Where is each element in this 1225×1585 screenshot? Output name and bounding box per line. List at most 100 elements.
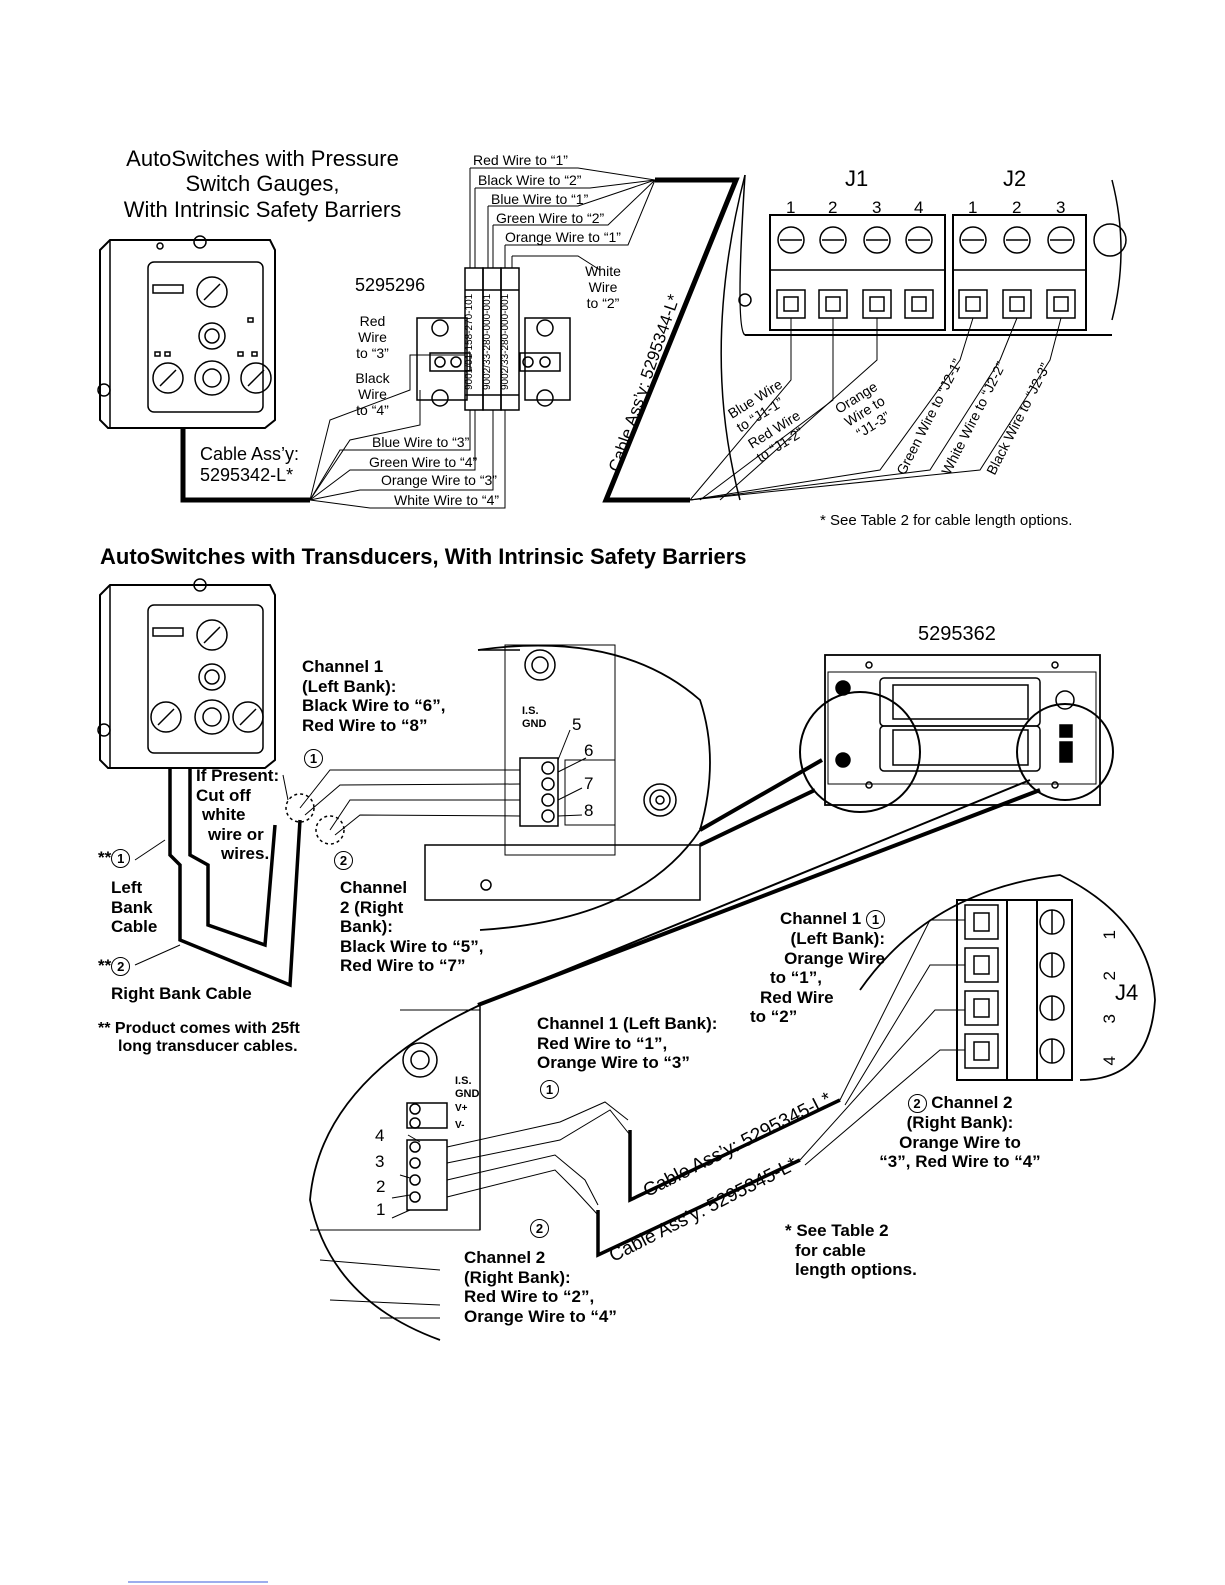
j4-ch1-line5: Red Wire — [760, 987, 834, 1007]
terminal-block-j1-j2 — [720, 174, 1127, 501]
is-gnd-lower-line2: GND — [455, 1087, 480, 1100]
j2-label: J2 — [1003, 166, 1027, 191]
product-note-line2: long transducer cables. — [118, 1038, 298, 1056]
if-present-note: If Present: Cut off white wire or wires. — [196, 766, 279, 864]
terminal-block-j4 — [859, 874, 1156, 1081]
wire-label-blue-3: Blue Wire to “3” — [372, 434, 470, 450]
ch1-lower-line1: Channel 1 (Left Bank): — [537, 1014, 718, 1033]
left-bank-label: Left Bank Cable — [111, 878, 157, 937]
lower-term-4: 4 — [375, 1126, 385, 1145]
lower-term-2: 2 — [376, 1177, 386, 1196]
barrier-label-1: 9001/01-158-270-101 — [464, 293, 475, 390]
wire-label-black-4: Black Wire to “4” — [350, 370, 395, 418]
left-bank-circle: 1 — [111, 849, 131, 868]
upper-term-7: 7 — [584, 774, 594, 793]
autoswitch-box-2 — [97, 578, 276, 769]
j2-pin-1: 1 — [968, 198, 978, 217]
section1-title-line3: With Intrinsic Safety Barriers — [123, 196, 402, 222]
if-present-line5: wires. — [221, 844, 270, 864]
channel1-upper-circle: 1 — [304, 749, 323, 768]
section2-note: * See Table 2 for cable length options. — [785, 1221, 917, 1280]
v-plus-label: V+ — [455, 1103, 468, 1114]
barrier-part-number: 5295296 — [355, 275, 426, 295]
j4-ch2-line4: “3”, Red Wire to “4” — [879, 1152, 1041, 1172]
channel2-lower-circle: 2 — [530, 1219, 549, 1238]
cable-assembly-5295342: Cable Ass’y: 5295342-L* — [200, 444, 299, 485]
channel2-upper-circle: 2 — [334, 851, 353, 870]
j4-channel1-text: Channel 1 1 (Left Bank): Orange Wire to … — [750, 909, 885, 1027]
j4-channel2-text: 2 Channel 2 (Right Bank): Orange Wire to… — [865, 1093, 1055, 1172]
white-wire-line3: to “2” — [586, 295, 620, 312]
cable-left-line2: 5295342-L* — [200, 464, 294, 485]
right-bank-marker: **2 — [98, 956, 131, 976]
lower-term-3: 3 — [375, 1152, 385, 1171]
section2-title: AutoSwitches with Transducers, With Intr… — [100, 544, 747, 569]
ch2-upper-line5: Red Wire to “7” — [340, 956, 466, 976]
is-gnd-upper-line2: GND — [522, 717, 547, 730]
ch1-lower-circle-marker: 1 — [540, 1080, 559, 1099]
j4-ch1-line3: Orange Wire — [784, 948, 885, 968]
lower-detail-circle — [309, 1004, 481, 1341]
barrier-assembly — [416, 267, 571, 411]
j1-label: J1 — [845, 166, 869, 191]
j1-pin-4: 4 — [914, 198, 924, 217]
ch2-lower-line3: Red Wire to “2”, — [464, 1287, 595, 1307]
left-bank-line1: Left — [111, 878, 143, 897]
right-bank-circle: 2 — [111, 957, 131, 976]
section1-title-line2: Switch Gauges, — [185, 171, 340, 197]
upper-term-8: 8 — [584, 801, 594, 820]
channel2-upper-text: Channel 2 (Right Bank): Black Wire to “5… — [340, 878, 483, 976]
lower-term-1: 1 — [376, 1200, 386, 1219]
right-bank-label: Right Bank Cable — [111, 984, 252, 1003]
ch1-upper-line4: Red Wire to “8” — [302, 715, 428, 735]
wire-label-white-4: White Wire to “4” — [394, 492, 500, 508]
section1-title: AutoSwitches with Pressure Switch Gauges… — [90, 146, 435, 222]
barrier-label-3: 9002/33-280-000-001 — [500, 293, 511, 390]
channel1-lower-circle: 1 — [540, 1080, 559, 1099]
ch1-upper-line2: (Left Bank): — [302, 676, 397, 696]
white-wire-line2: Wire — [588, 279, 618, 296]
black-wire-4-line1: Black — [355, 370, 390, 386]
white-wire-line1: White — [585, 263, 621, 279]
ch1-upper-line1: Channel 1 — [302, 657, 384, 676]
cable-left-line1: Cable Ass’y: — [200, 444, 300, 464]
wire-label-green-2: Green Wire to “2” — [496, 210, 605, 226]
red-wire-3-line2: Wire — [358, 329, 387, 346]
left-bank-line3: Cable — [111, 917, 158, 937]
ch2-upper-line2: 2 (Right — [340, 897, 404, 917]
j4-pin-4: 4 — [1099, 1056, 1119, 1066]
wire-label-orange-3: Orange Wire to “3” — [381, 472, 497, 488]
upper-detail-circle — [424, 644, 711, 931]
j4-ch2-line2: (Right Bank): — [906, 1113, 1014, 1132]
j4-ch1-line4: to “1”, — [770, 968, 822, 988]
j4-ch1-circle: 1 — [866, 910, 885, 929]
right-bank-stars: ** — [98, 956, 112, 975]
j1-pin-1: 1 — [786, 198, 796, 217]
ch2-lower-line1: Channel 2 — [464, 1248, 546, 1267]
ch2-upper-line3: Bank): — [340, 917, 393, 937]
wire-label-orange-1: Orange Wire to “1” — [505, 229, 621, 245]
channel2-lower-text: Channel 2 (Right Bank): Red Wire to “2”,… — [464, 1248, 617, 1326]
black-wire-4-line2: Wire — [358, 386, 387, 403]
upper-term-6: 6 — [584, 741, 594, 760]
ch2-lower-circle-marker: 2 — [530, 1219, 549, 1238]
section2-note-line1: * See Table 2 — [785, 1221, 889, 1240]
j2-pin-3: 3 — [1056, 198, 1066, 217]
j4-ch1-line1: Channel 1 — [780, 909, 862, 928]
wire-label-black-2: Black Wire to “2” — [478, 172, 582, 188]
j4-pin-3: 3 — [1099, 1014, 1119, 1024]
j2-pin-2: 2 — [1012, 198, 1022, 217]
channel1-lower-text: Channel 1 (Left Bank): Red Wire to “1”, … — [537, 1014, 717, 1073]
left-bank-marker: **1 — [98, 848, 131, 868]
ch2-upper-line1: Channel — [340, 878, 408, 897]
section1-title-line1: AutoSwitches with Pressure — [126, 146, 399, 171]
j1-pin-2: 2 — [828, 198, 838, 217]
left-bank-line2: Bank — [111, 897, 153, 917]
lower-detail-wires — [446, 1101, 631, 1216]
upper-detail-wires — [299, 769, 521, 836]
wire-label-green-4: Green Wire to “4” — [369, 454, 478, 470]
if-present-line3: white — [202, 805, 246, 825]
j4-ch1-line6: to “2” — [750, 1007, 798, 1027]
is-gnd-upper-line1: I.S. — [522, 705, 539, 717]
upper-term-5: 5 — [572, 715, 582, 734]
